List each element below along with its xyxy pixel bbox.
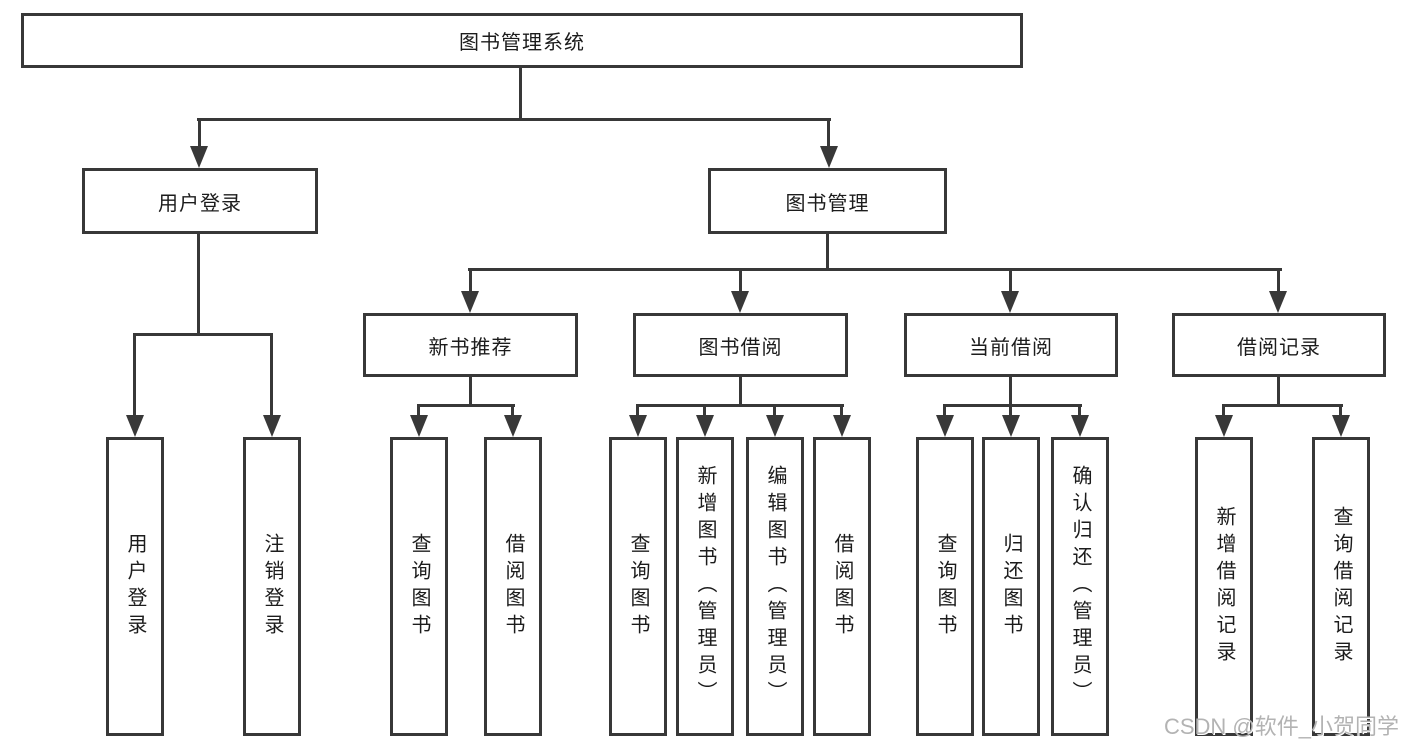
connector-line: [773, 404, 776, 419]
connector-line: [1277, 377, 1280, 407]
connector-line: [840, 404, 843, 419]
connector-line: [1339, 404, 1342, 419]
connector-line: [417, 404, 420, 419]
arrowhead-down-icon: [731, 291, 749, 313]
arrowhead-down-icon: [1071, 415, 1089, 437]
connector-line: [417, 404, 515, 407]
connector-line: [636, 404, 639, 419]
arrowhead-down-icon: [936, 415, 954, 437]
connector-line: [1078, 404, 1081, 419]
leaf-nbr-borrow-books: 借阅图书: [484, 437, 542, 736]
arrowhead-down-icon: [696, 415, 714, 437]
connector-line: [826, 234, 829, 271]
connector-line: [197, 234, 200, 336]
node-root: 图书管理系统: [21, 13, 1023, 68]
leaf-bb-edit-books-admin: 编辑图书（管理员）: [746, 437, 804, 736]
connector-line: [1009, 268, 1012, 296]
arrowhead-down-icon: [629, 415, 647, 437]
connector-line: [1009, 404, 1012, 419]
arrowhead-down-icon: [410, 415, 428, 437]
connector-line: [197, 118, 831, 121]
connector-line: [468, 268, 1282, 271]
connector-line: [1009, 377, 1012, 407]
arrowhead-down-icon: [1001, 291, 1019, 313]
leaf-bb-add-books-admin: 新增图书（管理员）: [676, 437, 734, 736]
arrowhead-down-icon: [820, 146, 838, 168]
node-new-book-recommend: 新书推荐: [363, 313, 578, 377]
arrowhead-down-icon: [833, 415, 851, 437]
node-user-login: 用户登录: [82, 168, 318, 234]
leaf-cb-return-books: 归还图书: [982, 437, 1040, 736]
node-book-borrow: 图书借阅: [633, 313, 848, 377]
connector-line: [1277, 268, 1280, 296]
arrowhead-down-icon: [1002, 415, 1020, 437]
arrowhead-down-icon: [1269, 291, 1287, 313]
arrowhead-down-icon: [263, 415, 281, 437]
connector-line: [827, 118, 830, 150]
arrowhead-down-icon: [1332, 415, 1350, 437]
connector-line: [739, 377, 742, 407]
connector-line: [133, 333, 273, 336]
arrowhead-down-icon: [190, 146, 208, 168]
leaf-cb-confirm-return-admin: 确认归还（管理员）: [1051, 437, 1109, 736]
arrowhead-down-icon: [461, 291, 479, 313]
connector-line: [943, 404, 1082, 407]
arrowhead-down-icon: [126, 415, 144, 437]
connector-line: [703, 404, 706, 419]
leaf-cb-query-books: 查询图书: [916, 437, 974, 736]
connector-line: [739, 268, 742, 296]
leaf-br-add-record: 新增借阅记录: [1195, 437, 1253, 736]
leaf-bb-borrow-books: 借阅图书: [813, 437, 871, 736]
leaf-logout: 注销登录: [243, 437, 301, 736]
leaf-user-login: 用户登录: [106, 437, 164, 736]
node-borrow-records: 借阅记录: [1172, 313, 1386, 377]
connector-line: [270, 333, 273, 419]
connector-line: [1222, 404, 1343, 407]
watermark: CSDN @软件_小贺同学: [1163, 714, 1399, 739]
arrowhead-down-icon: [504, 415, 522, 437]
connector-line: [469, 377, 472, 407]
leaf-nbr-query-books: 查询图书: [390, 437, 448, 736]
node-book-management: 图书管理: [708, 168, 947, 234]
connector-line: [636, 404, 844, 407]
connector-line: [519, 68, 522, 120]
arrowhead-down-icon: [1215, 415, 1233, 437]
leaf-bb-query-books: 查询图书: [609, 437, 667, 736]
arrowhead-down-icon: [766, 415, 784, 437]
connector-line: [133, 333, 136, 419]
node-current-borrow: 当前借阅: [904, 313, 1118, 377]
connector-line: [469, 268, 472, 296]
connector-line: [943, 404, 946, 419]
connector-line: [198, 118, 201, 150]
leaf-br-query-record: 查询借阅记录: [1312, 437, 1370, 736]
connector-line: [511, 404, 514, 419]
connector-line: [1222, 404, 1225, 419]
